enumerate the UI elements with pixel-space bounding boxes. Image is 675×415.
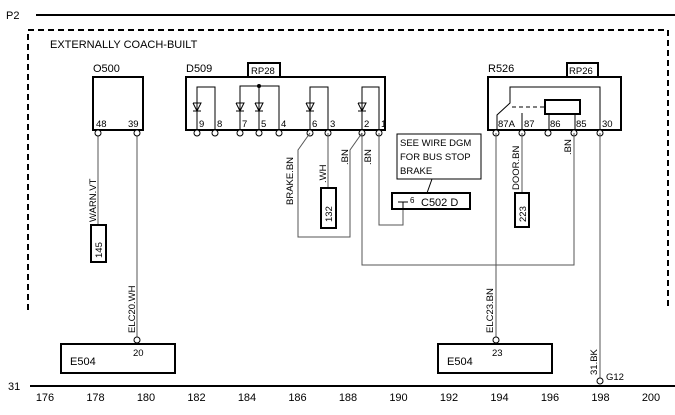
component-r526: R526 RP26 87A 87 86 85 30 (487, 62, 622, 137)
wire-label-door-bn: DOOR.BN (511, 146, 522, 190)
bottom-rail-label: 31 (8, 381, 20, 393)
wire-label-bn: .BN (340, 149, 351, 165)
grid-number: 196 (541, 392, 559, 404)
r526-wires (495, 133, 601, 380)
wire-label-wh: .WH (318, 164, 329, 183)
relay-coil-icon (544, 99, 581, 115)
e504-label: E504 (70, 356, 96, 368)
pin-connector (133, 129, 141, 137)
grid-number: 190 (389, 392, 407, 404)
note-line: FOR BUS STOP (400, 152, 471, 163)
diode-icons (192, 102, 367, 113)
ground-symbol-icon (398, 201, 408, 210)
coach-built-region-border (27, 29, 669, 310)
grid-number: 186 (288, 392, 306, 404)
ref-box-223 (514, 192, 530, 228)
ground-label: G12 (606, 372, 624, 383)
ref-box-145 (90, 224, 107, 263)
grid-number: 180 (137, 392, 155, 404)
grid-number: 184 (238, 392, 256, 404)
wire-label-brake-bn: BRAKE.BN (285, 157, 296, 205)
pin-label: 5 (261, 119, 266, 130)
grid-number: 182 (187, 392, 205, 404)
d509-tag: RP28 (251, 66, 275, 77)
pin-label: 4 (281, 119, 286, 130)
grid-number: 200 (642, 392, 660, 404)
grid-number: 198 (591, 392, 609, 404)
ref-145: 145 (94, 242, 105, 258)
grid-number: 194 (490, 392, 508, 404)
r526-tag: RP26 (569, 66, 593, 77)
pin-connector (236, 129, 244, 137)
o500-wires (97, 133, 138, 340)
wire-label-elc23-bn: ELC23.BN (485, 288, 496, 333)
grid-number: 178 (86, 392, 104, 404)
pin-label: 6 (312, 119, 317, 130)
pin-label: 7 (242, 119, 247, 130)
pin-label: 48 (96, 119, 107, 130)
component-e504-left (60, 343, 176, 374)
grid-number: 188 (339, 392, 357, 404)
ref-223: 223 (518, 206, 529, 222)
pin-label: 87A (498, 119, 516, 130)
ref-132: 132 (324, 206, 335, 222)
wire-label-bn: .BN (563, 139, 574, 155)
pin-connector (94, 129, 102, 137)
pin-connector (133, 336, 141, 344)
note-box (396, 133, 482, 180)
connector-c502 (391, 192, 471, 210)
pin-connector (211, 129, 219, 137)
c502-pin: 6 (410, 196, 415, 205)
pin-connector (193, 129, 201, 137)
pin-label: 87 (524, 119, 535, 130)
pin-label: 23 (492, 348, 503, 359)
pin-connector (255, 129, 263, 137)
wire-label-warn-vt: WARN.VT (88, 178, 99, 222)
note-line: BRAKE (400, 166, 432, 177)
pin-connector (544, 129, 552, 137)
ground-point-g12 (596, 377, 604, 385)
pin-label: 2 (364, 119, 369, 130)
c502-label: C502 D (421, 197, 458, 209)
wire-label-31-bk: 31.BK (589, 348, 600, 375)
ref-box-132 (320, 187, 337, 229)
pin-label: 3 (330, 119, 335, 130)
top-rail-label: P2 (6, 10, 19, 22)
component-e504-right (437, 343, 553, 374)
wire-label-bn: .BN (363, 149, 374, 165)
region-label: EXTERNALLY COACH-BUILT (50, 39, 198, 51)
grid-number: 192 (440, 392, 458, 404)
note-leader (426, 178, 433, 194)
pin-label: 20 (133, 348, 144, 359)
pin-label: 85 (576, 119, 587, 130)
pin-label: 39 (128, 119, 139, 130)
grid-number: 176 (36, 392, 54, 404)
d509-wires (297, 132, 575, 266)
pin-connector (492, 336, 500, 344)
o500-label: O500 (93, 63, 120, 75)
pin-connector (275, 129, 283, 137)
pin-label: 1 (381, 119, 386, 130)
grid-reference-numbers: 176 178 180 182 184 186 188 190 192 194 196 198 200 (36, 392, 660, 404)
pin-label: 86 (550, 119, 561, 130)
d509-label: D509 (186, 63, 212, 75)
pin-label: 9 (199, 119, 204, 130)
note-line: SEE WIRE DGM (400, 138, 471, 149)
r526-label: R526 (488, 63, 514, 75)
pin-label: 8 (217, 119, 222, 130)
e504-label: E504 (447, 356, 473, 368)
component-d509: D509 RP28 9 8 7 5 4 6 3 2 1 (185, 62, 386, 137)
wire-label-elc20-wh: ELC20.WH (127, 285, 138, 333)
pin-label: 30 (602, 119, 613, 130)
component-o500: O500 48 39 (92, 63, 144, 131)
